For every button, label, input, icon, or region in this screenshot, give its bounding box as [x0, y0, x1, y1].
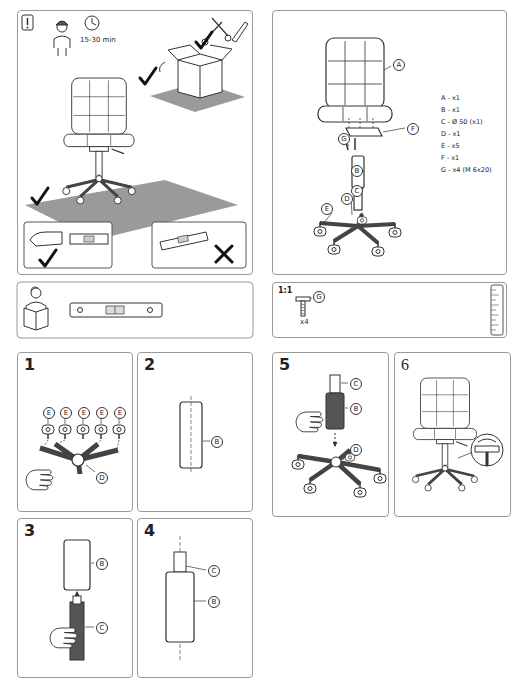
- panel-text: A - x1: [441, 95, 460, 102]
- callout-letter-text: B: [215, 439, 220, 446]
- step-number: 1: [24, 356, 35, 374]
- step-panel: 5C B D: [272, 352, 389, 517]
- callout-letter-text: C: [100, 625, 105, 632]
- callout-letter-text: D: [353, 447, 358, 454]
- parts-panel: A - x1 B - x1 C - Ø 50 (x1) D - x1 E - x5 F -…: [272, 10, 507, 275]
- step-panel: 1E E E E E D: [17, 352, 133, 512]
- step-number: 6: [401, 356, 409, 374]
- callout-letter: D: [350, 444, 362, 456]
- callout-letter: D: [341, 193, 353, 205]
- panel-text: D - x1: [441, 131, 460, 138]
- step-number: 2: [144, 356, 155, 374]
- panel-text: x4: [300, 319, 309, 327]
- callout-letter: A: [393, 59, 405, 71]
- callout-letter-text: E: [100, 410, 104, 417]
- callout-letter: D: [96, 472, 108, 484]
- callout-letter: G: [338, 133, 350, 145]
- callout-letter: E: [96, 407, 108, 419]
- callout-letter: B: [351, 165, 363, 177]
- callout-letter-text: G: [341, 136, 346, 143]
- callout-letter: B: [96, 558, 108, 570]
- callout-letter: G: [313, 291, 325, 303]
- step-panel: 3B C: [17, 518, 133, 678]
- callout-letter-text: C: [355, 188, 360, 195]
- callout-letter: F: [407, 123, 419, 135]
- callout-letter: E: [78, 407, 90, 419]
- callout-letter-text: C: [354, 381, 359, 388]
- callout-letter: C: [96, 622, 108, 634]
- callout-letter: C: [351, 185, 363, 197]
- callout-letter: E: [114, 407, 126, 419]
- callout-letter-text: E: [82, 410, 86, 417]
- step-panel: 6: [394, 352, 511, 517]
- callout-letter-text: D: [344, 196, 349, 203]
- callout-letter-text: E: [325, 206, 329, 213]
- callout-letter: E: [43, 407, 55, 419]
- callout-letter: C: [208, 565, 220, 577]
- step-number: 3: [24, 522, 35, 540]
- callout-letter: E: [321, 203, 333, 215]
- callout-letter: B: [208, 596, 220, 608]
- callout-letter-text: G: [316, 294, 321, 301]
- callout-letter-text: B: [355, 168, 360, 175]
- panel-text: 1:1: [278, 287, 292, 296]
- callout-letter-text: A: [397, 62, 402, 69]
- callout-letter-text: E: [47, 410, 51, 417]
- callout-letter: B: [350, 403, 362, 415]
- step-panel: 2B: [137, 352, 253, 512]
- panel-text: B - x1: [441, 107, 460, 114]
- step-panel: 4C B: [137, 518, 253, 678]
- callout-letter: C: [350, 378, 362, 390]
- scale-panel: 1:1 x4 G: [272, 282, 507, 338]
- panel-text: G - x4 (M 6x20): [441, 167, 492, 174]
- callout-letter-text: B: [354, 406, 359, 413]
- callout-letter-text: B: [100, 561, 105, 568]
- step-number: 5: [279, 356, 290, 374]
- callout-letter-text: E: [64, 410, 68, 417]
- step-number: 4: [144, 522, 155, 540]
- callout-letter-text: E: [118, 410, 122, 417]
- callout-letter-text: D: [99, 475, 104, 482]
- callout-letter: E: [60, 407, 72, 419]
- panel-text: 15-30 min: [80, 37, 116, 45]
- callout-letter-text: F: [411, 126, 415, 133]
- panel-text: E - x5: [441, 143, 460, 150]
- callout-letter: B: [211, 436, 223, 448]
- intro-panel: 15-30 min: [17, 10, 253, 275]
- panel-text: F - x1: [441, 155, 459, 162]
- callout-letter-text: B: [212, 599, 217, 606]
- callout-letter-text: C: [212, 568, 217, 575]
- panel-text: C - Ø 50 (x1): [441, 119, 483, 126]
